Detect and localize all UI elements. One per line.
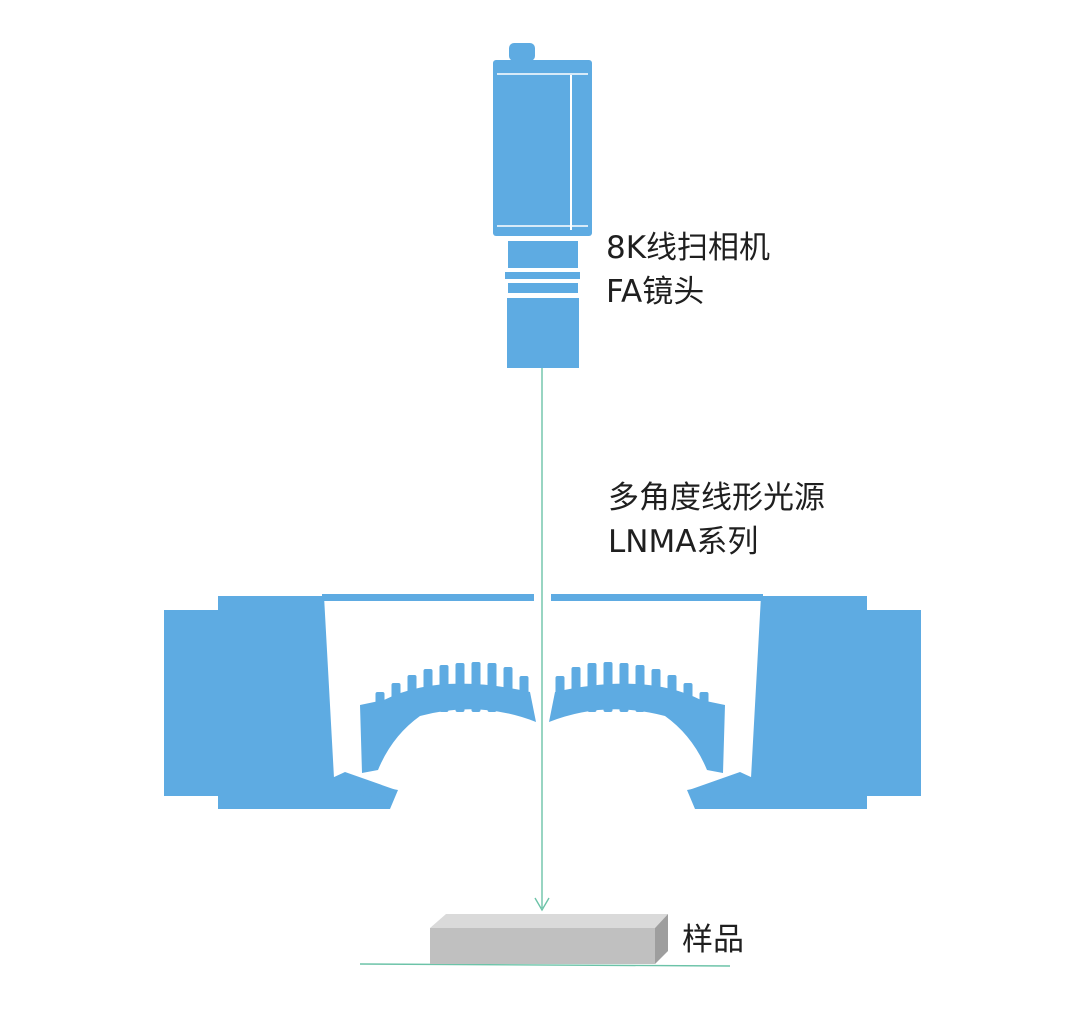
heatsink-fin — [455, 663, 465, 712]
light-right-lip — [689, 772, 753, 800]
sample-front-face — [430, 928, 655, 964]
lens-ring — [505, 272, 580, 279]
heatsink-fin — [519, 676, 529, 712]
fa-lens — [505, 241, 580, 368]
heatsink-fin — [667, 675, 677, 712]
heatsink-fin — [423, 669, 433, 712]
heatsink-fin — [391, 683, 401, 712]
sample-stage-line — [359, 963, 731, 967]
heatsink-fin — [471, 662, 481, 712]
light-top-bar-left — [322, 594, 534, 601]
heatsink-fin — [683, 683, 693, 712]
light-left-housing — [164, 596, 398, 809]
sample-label: 样品 — [682, 922, 744, 958]
heatsink-fin — [571, 667, 581, 712]
lens-barrel — [507, 298, 579, 368]
heatsink-fin — [555, 676, 565, 712]
heatsink-fin — [635, 665, 645, 712]
heatsink-fin — [375, 692, 385, 712]
heatsink-fin — [439, 665, 449, 712]
sample-side-face — [655, 914, 668, 964]
camera-label-line2: FA镜头 — [606, 274, 705, 310]
light-heatsink-fins — [375, 662, 709, 712]
heatsink-fin — [619, 663, 629, 712]
optical-beam — [534, 368, 550, 912]
lens-mid — [508, 283, 578, 293]
camera-body — [493, 60, 592, 236]
heatsink-fin — [487, 663, 497, 712]
heatsink-fin — [651, 669, 661, 712]
light-right-housing — [687, 596, 921, 809]
heatsink-fin — [603, 662, 613, 712]
heatsink-fin — [587, 663, 597, 712]
heatsink-fin — [407, 675, 417, 712]
light-left-lip — [332, 772, 396, 800]
beam-arrowhead — [534, 897, 550, 912]
light-top-bar-right — [551, 594, 763, 601]
camera-top-knob — [509, 43, 535, 61]
line-scan-camera — [493, 43, 592, 236]
heatsink-fin — [503, 667, 513, 712]
camera-label-line1: 8K线扫相机 — [606, 230, 771, 266]
heatsink-fin — [699, 692, 709, 712]
light-label-line1: 多角度线形光源 — [608, 480, 825, 516]
sample-top-face — [430, 914, 668, 928]
light-label-line2: LNMA系列 — [608, 524, 759, 560]
lens-collar — [508, 241, 578, 268]
sample — [359, 914, 731, 967]
